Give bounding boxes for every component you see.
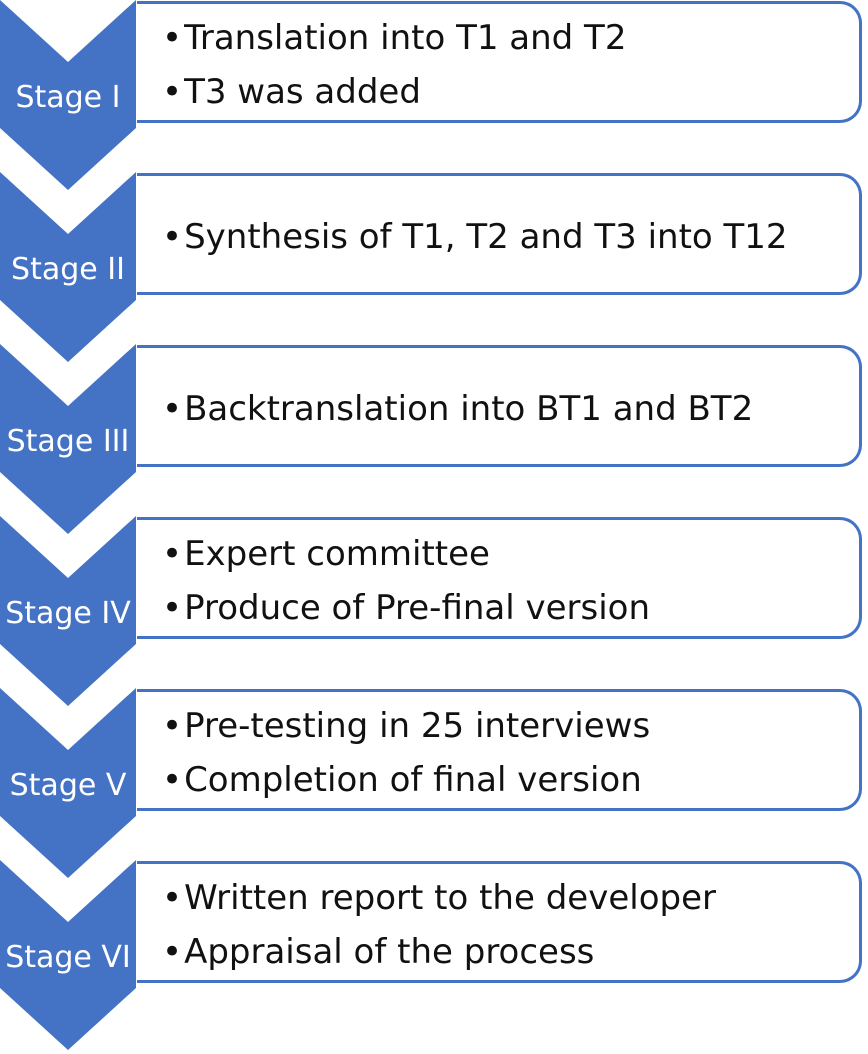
stage-label: Stage VI (5, 940, 131, 975)
stage-box: •Written report to the developer •Apprai… (137, 861, 862, 983)
chevron-arrow (0, 688, 136, 878)
bullet-item: •Completion of final version (162, 760, 642, 800)
stage-4: Stage IV •Expert committee •Produce of P… (0, 516, 868, 706)
stage-label: Stage III (6, 424, 130, 459)
bullet-item: •Pre-testing in 25 interviews (162, 706, 651, 746)
chevron-arrow (0, 0, 136, 190)
stage-box: •Translation into T1 and T2 •T3 was adde… (137, 1, 862, 123)
chevron-arrow (0, 516, 136, 706)
stage-label: Stage IV (5, 596, 131, 631)
stage-2: Stage II •Synthesis of T1, T2 and T3 int… (0, 172, 868, 362)
stage-box: •Synthesis of T1, T2 and T3 into T12 (137, 173, 862, 295)
stage-box: •Expert committee •Produce of Pre-final … (137, 517, 862, 639)
stage-box: •Pre-testing in 25 interviews •Completio… (137, 689, 862, 811)
bullet-item: •T3 was added (162, 72, 421, 112)
stage-label: Stage V (9, 768, 127, 803)
chevron-arrow (0, 172, 136, 362)
chevron-arrow (0, 344, 136, 534)
stage-6: Stage VI •Written report to the develope… (0, 860, 868, 1050)
stage-5: Stage V •Pre-testing in 25 interviews •C… (0, 688, 868, 878)
bullet-item: •Written report to the developer (162, 878, 716, 918)
stage-1: Stage I •Translation into T1 and T2 •T3 … (0, 0, 868, 190)
bullet-item: •Synthesis of T1, T2 and T3 into T12 (162, 217, 788, 257)
bullet-item: •Produce of Pre-final version (162, 588, 651, 628)
stage-3: Stage III •Backtranslation into BT1 and … (0, 344, 868, 534)
bullet-item: •Backtranslation into BT1 and BT2 (162, 389, 754, 429)
bullet-item: •Appraisal of the process (162, 932, 595, 972)
chevron-arrow (0, 860, 136, 1050)
stage-label: Stage II (11, 252, 125, 287)
bullet-item: •Translation into T1 and T2 (162, 18, 627, 58)
bullet-item: •Expert committee (162, 534, 490, 574)
stage-box: •Backtranslation into BT1 and BT2 (137, 345, 862, 467)
stage-label: Stage I (15, 80, 121, 115)
